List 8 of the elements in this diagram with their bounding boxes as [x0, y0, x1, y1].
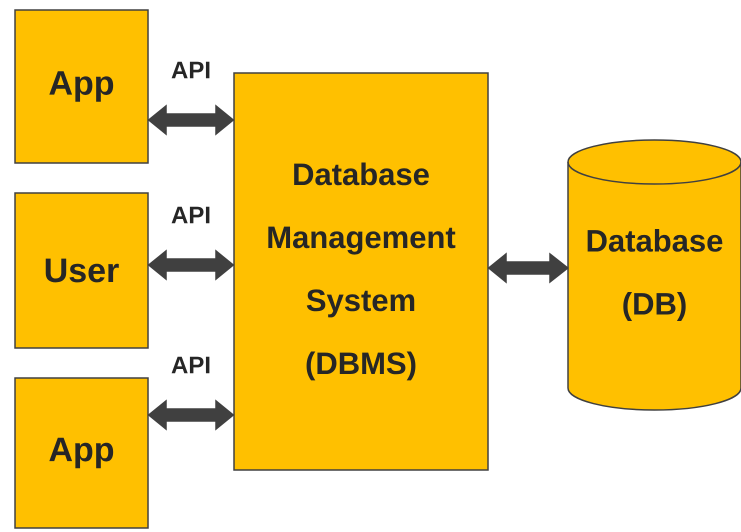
database-cylinder: Database (DB) — [567, 139, 741, 411]
component-box: App — [14, 9, 149, 164]
component-box: User — [14, 192, 149, 349]
edge-label: API — [172, 356, 210, 374]
edge-label: API — [172, 62, 210, 78]
edge-label: API — [172, 206, 210, 224]
system-box: Database Management System (DBMS) — [233, 72, 489, 471]
component-box: App — [14, 377, 149, 529]
